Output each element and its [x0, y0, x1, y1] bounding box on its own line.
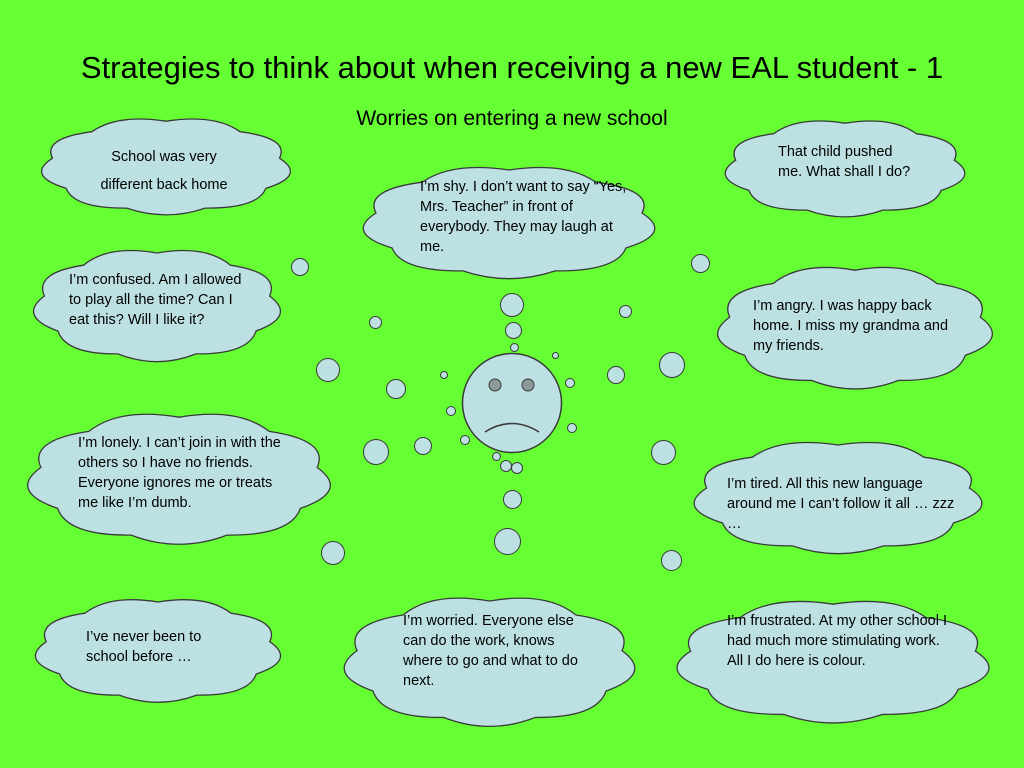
cloud-outline	[717, 266, 993, 390]
thought-bubble	[661, 550, 682, 571]
cloud-text: School was very different back home	[100, 149, 228, 193]
thought-cloud-worried: I’m worried. Everyone else can do the wo…	[333, 586, 646, 736]
thought-cloud-lonely: I’m lonely. I can’t join in with the oth…	[16, 402, 342, 554]
thought-bubble	[510, 343, 519, 352]
thought-bubble	[363, 439, 389, 465]
cloud-text: I’m tired. All this new language around …	[727, 476, 955, 532]
thought-bubble	[659, 352, 685, 378]
cloud-text: That child pushed me. What shall I do?	[778, 144, 911, 180]
cloud-shape	[693, 441, 983, 555]
thought-bubble	[291, 258, 309, 276]
face-outline	[461, 352, 563, 454]
thought-cloud-confused: I’m confused. Am I allowed to play all t…	[24, 240, 290, 370]
cloud-outline	[27, 413, 331, 545]
thought-cloud-shy: I’m shy. I don’t want to say “Yes, Mrs. …	[352, 157, 666, 287]
cloud-outline	[724, 120, 966, 218]
thought-bubble	[369, 316, 382, 329]
left-eye	[488, 378, 502, 392]
thought-bubble	[440, 371, 448, 379]
cloud-outline	[693, 441, 983, 555]
cloud-shape	[32, 249, 282, 363]
cloud-shape	[717, 266, 993, 390]
thought-bubble	[619, 305, 632, 318]
right-eye	[521, 378, 535, 392]
thought-cloud-tired: I’m tired. All this new language around …	[683, 432, 993, 562]
thought-cloud-pushed: That child pushed me. What shall I do?	[716, 112, 974, 224]
thought-bubble	[511, 462, 523, 474]
thought-cloud-angry: I’m angry. I was happy back home. I miss…	[707, 256, 1003, 398]
cloud-shape	[27, 413, 331, 545]
cloud-text: I’m confused. Am I allowed to play all t…	[69, 272, 242, 328]
cloud-shape	[724, 120, 966, 218]
thought-bubble	[321, 541, 345, 565]
cloud-text: I’m frustrated. At my other school I had…	[727, 613, 947, 669]
cloud-outline	[676, 600, 990, 724]
cloud-outline	[343, 597, 636, 728]
slide-title: Strategies to think about when receiving…	[80, 50, 944, 85]
frown-mouth	[484, 422, 540, 433]
thought-bubble	[316, 358, 340, 382]
cloud-outline	[32, 249, 282, 363]
cloud-outline	[40, 118, 292, 216]
cloud-outline	[362, 166, 656, 280]
cloud-text: I’m worried. Everyone else can do the wo…	[403, 613, 578, 689]
sad-face-icon	[461, 352, 563, 454]
cloud-shape	[676, 600, 990, 724]
thought-bubble	[494, 528, 521, 555]
thought-bubble	[607, 366, 625, 384]
thought-bubble	[500, 293, 524, 317]
thought-bubble	[492, 452, 501, 461]
thought-bubble	[691, 254, 710, 273]
cloud-shape	[34, 599, 282, 703]
cloud-outline	[34, 599, 282, 703]
cloud-text: I’ve never been to school before …	[86, 629, 202, 665]
cloud-text: I’m shy. I don’t want to say “Yes, Mrs. …	[420, 179, 627, 255]
thought-bubble	[567, 423, 577, 433]
thought-bubble	[446, 406, 456, 416]
cloud-shape	[343, 597, 636, 728]
thought-bubble	[503, 490, 522, 509]
cloud-text: I’m lonely. I can’t join in with the oth…	[78, 435, 281, 511]
thought-cloud-never-been: I’ve never been to school before …	[26, 590, 290, 710]
slide-subtitle: Worries on entering a new school	[356, 107, 668, 130]
thought-bubble	[460, 435, 470, 445]
thought-cloud-frustrated: I’m frustrated. At my other school I had…	[665, 590, 1001, 732]
thought-bubble	[505, 322, 522, 339]
cloud-text: I’m angry. I was happy back home. I miss…	[753, 298, 949, 354]
thought-bubble	[651, 440, 676, 465]
thought-cloud-different-school: School was very different back home	[32, 110, 300, 222]
cloud-shape	[40, 118, 292, 216]
thought-bubble	[552, 352, 559, 359]
thought-bubble	[565, 378, 575, 388]
cloud-shape	[362, 166, 656, 280]
thought-bubble	[414, 437, 432, 455]
thought-bubble	[386, 379, 406, 399]
